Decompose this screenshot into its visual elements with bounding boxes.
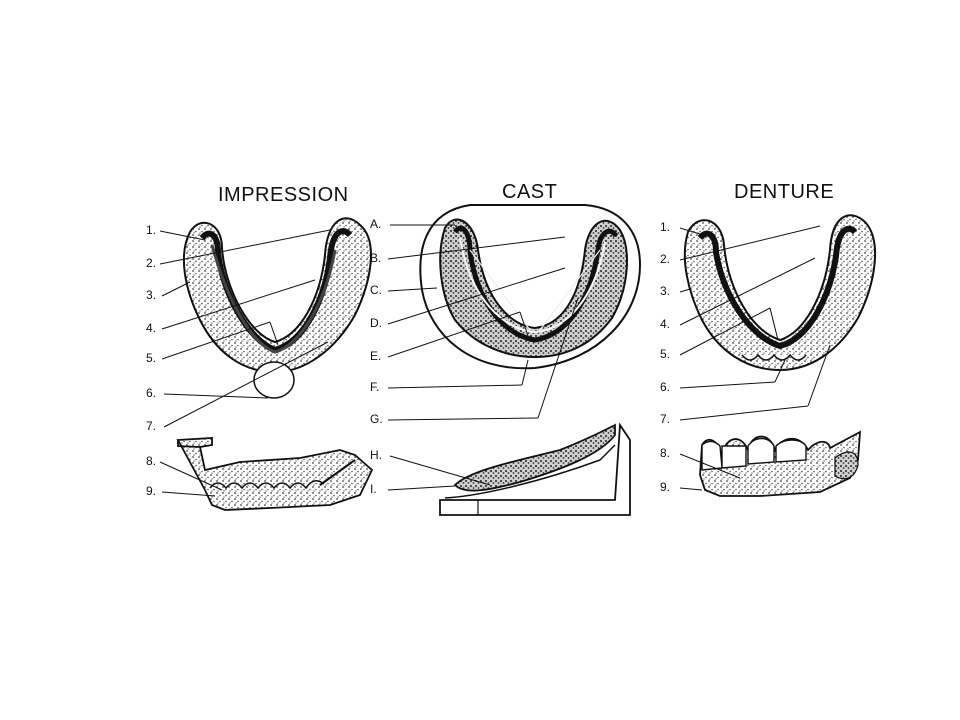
cast-label-h: H. [370, 448, 382, 462]
impression-label-3: 3. [146, 288, 157, 302]
impression-title: IMPRESSION [218, 184, 349, 206]
denture-label-6: 6. [660, 380, 671, 394]
cast-label-b: B. [370, 251, 382, 265]
cast-label-f: F. [370, 380, 380, 394]
denture-label-9: 9. [660, 480, 671, 494]
cast-label-a: A. [370, 217, 382, 231]
cast-label-e: E. [370, 349, 382, 363]
cast-side-drawing [439, 422, 631, 516]
denture-label-1: 1. [660, 220, 671, 234]
impression-label-7: 7. [146, 419, 157, 433]
denture-label-3: 3. [660, 284, 671, 298]
impression-label-4: 4. [146, 321, 157, 335]
impression-label-1: 1. [146, 223, 157, 237]
cast-label-g: G. [370, 412, 383, 426]
impression-label-2: 2. [146, 256, 157, 270]
denture-arch-drawing [683, 214, 876, 372]
impression-label-9: 9. [146, 484, 157, 498]
cast-label-c: C. [370, 283, 382, 297]
denture-title: DENTURE [734, 181, 835, 203]
cast-title: CAST [502, 181, 558, 203]
cast-arch-drawing [419, 204, 642, 370]
denture-side-drawing [699, 430, 862, 497]
cast-label-d: D. [370, 316, 382, 330]
impression-arch-drawing [183, 217, 372, 399]
cast-label-i: I. [370, 482, 377, 496]
impression-label-8: 8. [146, 454, 157, 468]
denture-label-5: 5. [660, 347, 671, 361]
denture-label-2: 2. [660, 252, 671, 266]
impression-side-drawing [176, 437, 374, 511]
leader-lines [159, 224, 831, 497]
impression-label-6: 6. [146, 386, 157, 400]
impression-label-5: 5. [146, 351, 157, 365]
denture-label-7: 7. [660, 412, 671, 426]
denture-label-8: 8. [660, 446, 671, 460]
denture-label-4: 4. [660, 317, 671, 331]
